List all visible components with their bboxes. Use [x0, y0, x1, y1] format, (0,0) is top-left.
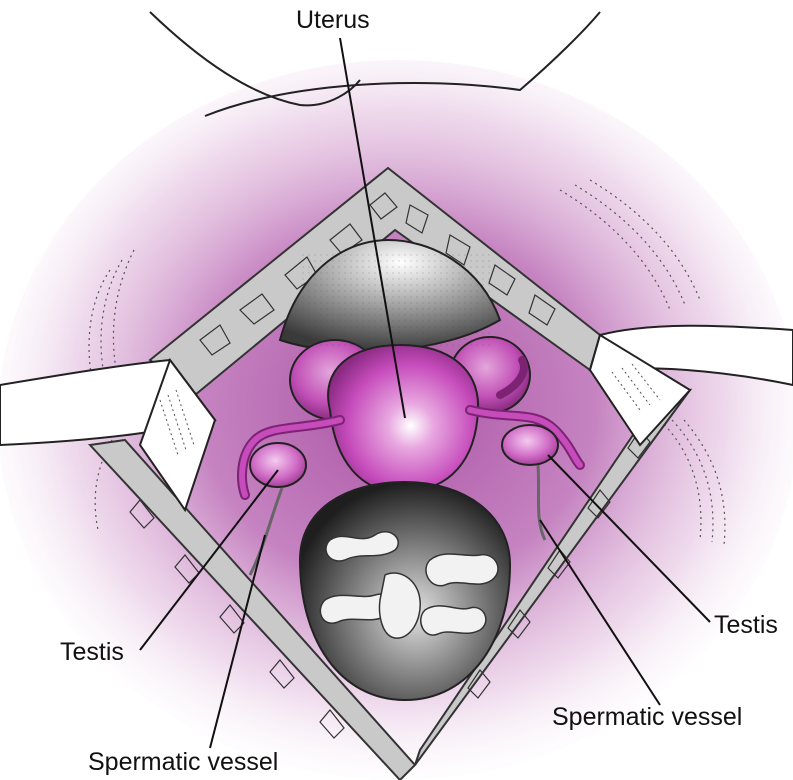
texture-overlay: [300, 250, 490, 350]
label-testis-right: Testis: [714, 613, 778, 638]
label-spermatic-vessel-right: Spermatic vessel: [552, 705, 742, 730]
label-spermatic-vessel-left: Spermatic vessel: [88, 750, 278, 775]
right-testis: [502, 425, 558, 465]
label-uterus: Uterus: [296, 8, 370, 33]
left-testis: [250, 443, 306, 487]
label-testis-left: Testis: [60, 640, 124, 665]
